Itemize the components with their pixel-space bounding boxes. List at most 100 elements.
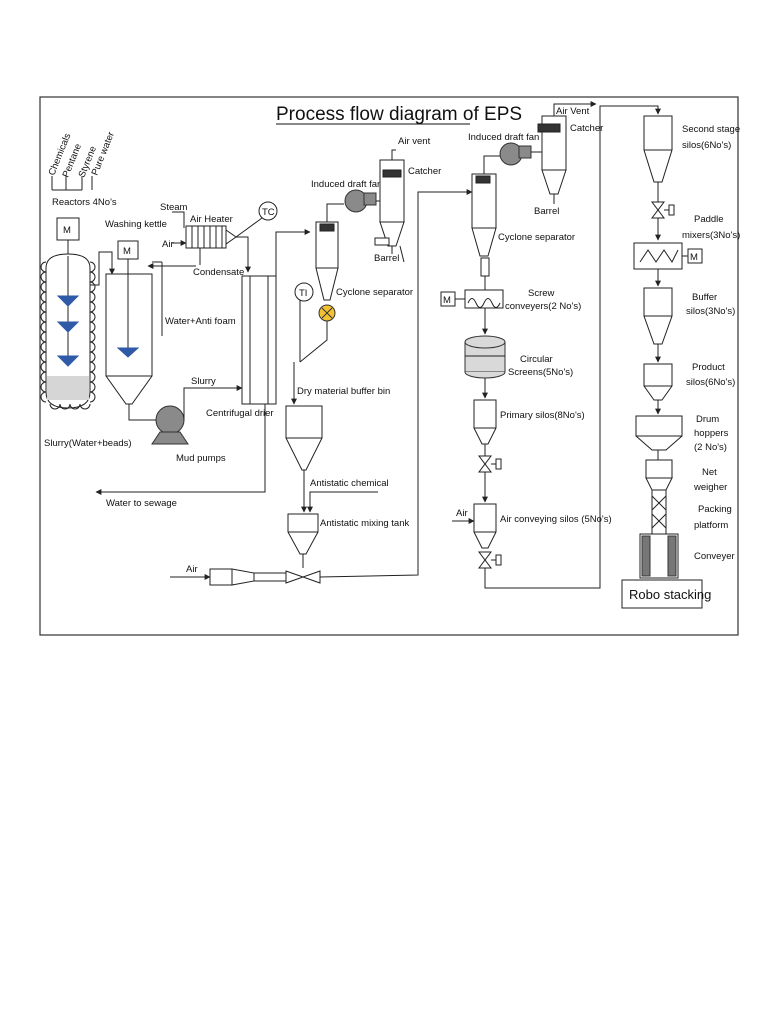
- heater-to-drier-line: [236, 236, 251, 273]
- cyclone1-to-fan-line: [326, 203, 344, 222]
- antistatic-chemical-label: Antistatic chemical: [310, 478, 389, 489]
- net-weigher-label-1: Net: [702, 467, 717, 478]
- mud-pump: [151, 405, 189, 445]
- catcher-1: [379, 159, 405, 247]
- reactor-vessel: [45, 253, 91, 409]
- buffer-silo: [643, 287, 673, 345]
- screw-conveyer: [464, 289, 504, 309]
- screw-conveyer-motor: M: [440, 291, 456, 307]
- buffer-silos-label-2: silos(3No's): [686, 306, 735, 317]
- air-conveying-silos-label: Air conveying silos (5No's): [500, 514, 612, 525]
- primary-silo: [473, 399, 497, 445]
- water-antifoam-label: Water+Anti foam: [165, 316, 236, 327]
- air-heater-air-label: Air: [162, 239, 174, 250]
- barrel-1-label: Barrel: [374, 253, 399, 264]
- conveyer-label: Conveyer: [694, 551, 735, 562]
- induced-draft-fan-1: [344, 189, 377, 213]
- drier-to-cyclone-line: [275, 229, 311, 276]
- svg-text:M: M: [123, 246, 131, 257]
- cyclone-separator-2: [471, 173, 497, 277]
- packing-platform-label-1: Packing: [698, 504, 732, 515]
- net-weigher-label-2: weigher: [693, 482, 727, 493]
- circular-screens: [464, 335, 506, 379]
- cyclone-2-label: Cyclone separator: [498, 232, 575, 243]
- conveyer: [639, 533, 679, 579]
- paddle-mixers-label-2: mixers(3No's): [682, 230, 740, 241]
- robo-stacking-box: [621, 579, 703, 609]
- diagram-title: Process flow diagram of EPS: [276, 104, 522, 125]
- slurry-label: Slurry: [191, 376, 216, 387]
- dry-material-buffer-bin: [285, 405, 323, 471]
- drum-hoppers-label-1: Drum: [696, 414, 719, 425]
- svg-text:TI: TI: [299, 288, 307, 299]
- reactor-to-kettle-line: [90, 251, 115, 286]
- steam-label: Steam: [160, 202, 188, 213]
- induced-draft-fan-2: [499, 142, 532, 166]
- reactors-label: Reactors 4No's: [52, 197, 117, 208]
- centrifugal-drier-label: Centrifugal drier: [206, 408, 274, 419]
- air-heater-label: Air Heater: [190, 214, 233, 225]
- product-silos-label-1: Product: [692, 362, 725, 373]
- washing-kettle-label: Washing kettle: [105, 219, 167, 230]
- feed-lines: [51, 176, 93, 191]
- slurry-line: [183, 385, 243, 420]
- product-silo: [643, 363, 673, 401]
- paddle-mixer: [633, 242, 683, 270]
- induced-fan-1-label: Induced draft fan: [311, 179, 382, 190]
- antistatic-mixing-tank: [287, 513, 319, 555]
- primary-silos-label: Primary silos(8No's): [500, 410, 585, 421]
- air-vent-1-label: Air vent: [398, 136, 431, 147]
- drum-hopper: [635, 415, 683, 451]
- drier-to-sewage-line: [95, 404, 266, 495]
- screw-conveyers-label-1: Screw: [528, 288, 555, 299]
- antistatic-tank-label: Antistatic mixing tank: [320, 518, 409, 529]
- centrifugal-drier: [241, 275, 277, 405]
- air-venturi: [209, 568, 321, 586]
- slurry-beads-label: Slurry(Water+beads): [44, 438, 132, 449]
- reactor-motor: M: [56, 217, 80, 241]
- catcher-1-label: Catcher: [408, 166, 441, 177]
- circular-screens-label-2: Screens(5No's): [508, 367, 573, 378]
- svg-text:M: M: [443, 295, 451, 306]
- catcher-2: [537, 115, 567, 195]
- net-weigher: [645, 459, 673, 491]
- reactor-jacket: [40, 261, 96, 410]
- primary-silo-valve: [478, 455, 502, 473]
- cyclone-1-label: Cyclone separator: [336, 287, 413, 298]
- air-heater: [185, 225, 237, 249]
- barrel-2-label: Barrel: [534, 206, 559, 217]
- second-stage-label-1: Second stage: [682, 124, 740, 135]
- buffer-bin-label: Dry material buffer bin: [297, 386, 390, 397]
- paddle-mixers-label-1: Paddle: [694, 214, 724, 225]
- second-stage-label-2: silos(6No's): [682, 140, 731, 151]
- svg-text:TC: TC: [262, 207, 275, 218]
- paddle-mixer-motor: M: [687, 248, 703, 264]
- mud-pumps-label: Mud pumps: [176, 453, 226, 464]
- svg-text:M: M: [690, 252, 698, 263]
- drum-hoppers-label-3: (2 No's): [694, 442, 727, 453]
- drum-hoppers-label-2: hoppers: [694, 428, 729, 439]
- washing-kettle-vessel: [105, 273, 153, 405]
- buffer-silos-label-1: Buffer: [692, 292, 717, 303]
- water-to-sewage-label: Water to sewage: [106, 498, 177, 509]
- air-conveying-silo: [473, 503, 497, 549]
- screw-conveyers-label-2: conveyers(2 No's): [505, 301, 581, 312]
- venturi-to-cyclone2-line: [319, 189, 473, 578]
- barrel-1: [374, 237, 390, 246]
- cyclone-separator-1: [315, 221, 339, 322]
- circular-screens-label-1: Circular: [520, 354, 553, 365]
- packing-platform: [651, 489, 667, 535]
- packing-platform-label-2: platform: [694, 520, 728, 531]
- robo-stacking-label: Robo stacking: [629, 587, 711, 602]
- second-stage-silo: [643, 115, 673, 183]
- ti-instrument: TI: [294, 282, 314, 302]
- product-silos-label-2: silos(6No's): [686, 377, 735, 388]
- air-conveying-to-second-stage-line: [484, 105, 661, 589]
- air-conveying-air-label: Air: [456, 508, 468, 519]
- air-blower-label: Air: [186, 564, 198, 575]
- tc-instrument: TC: [258, 201, 278, 221]
- washing-kettle-motor: M: [117, 240, 139, 260]
- svg-text:M: M: [63, 225, 71, 236]
- air-vent-2-label: Air Vent: [556, 106, 590, 117]
